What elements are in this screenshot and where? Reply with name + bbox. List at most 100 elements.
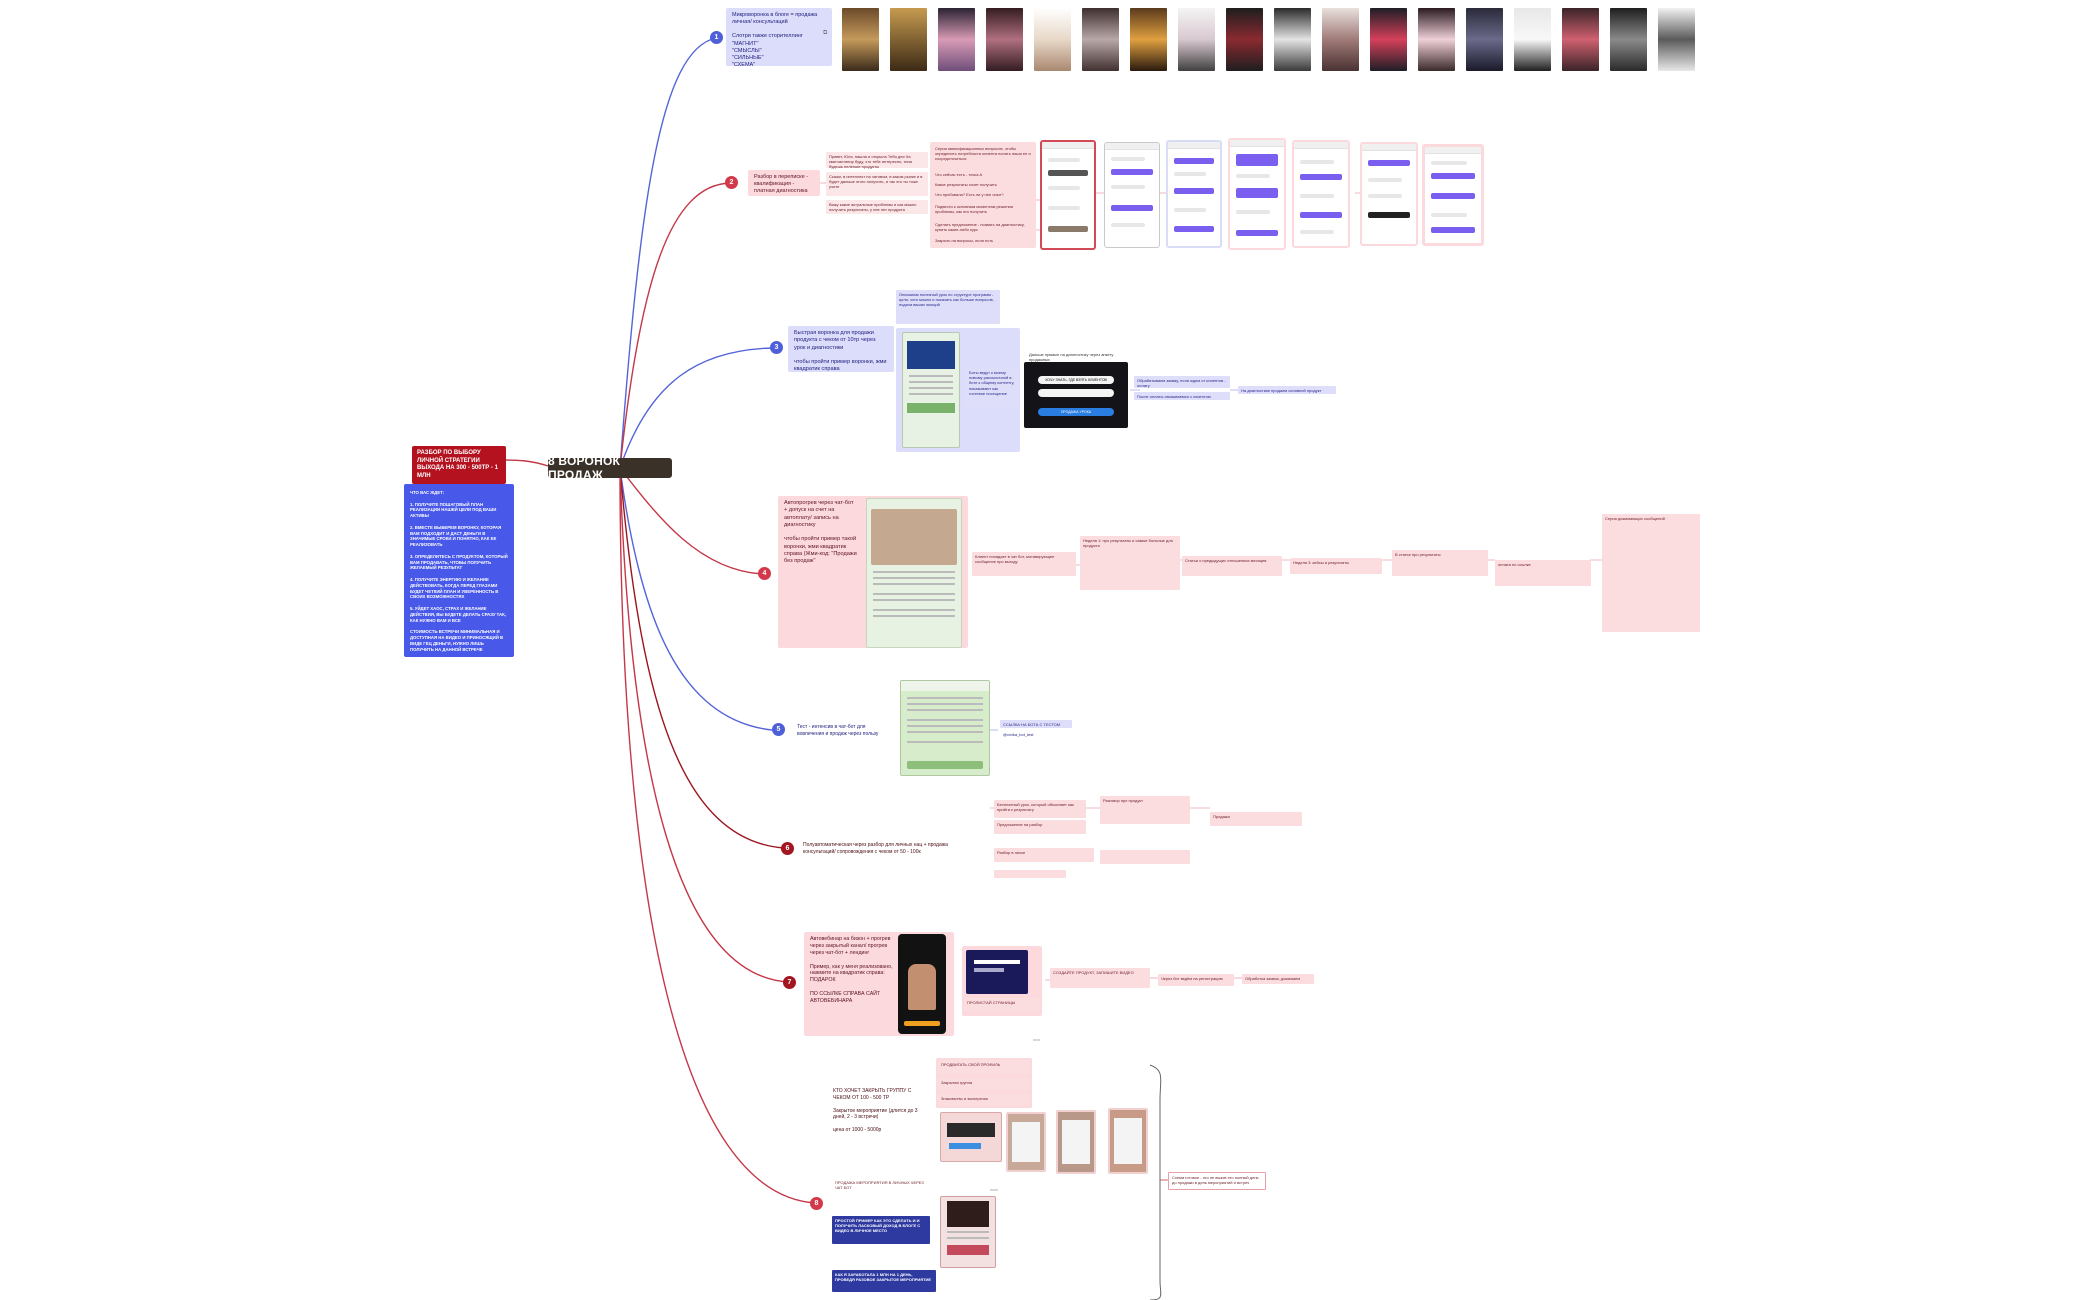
- story-thumbnail[interactable]: [1658, 8, 1695, 71]
- autowarm-screenshot[interactable]: [866, 498, 962, 648]
- branch-3-panel: Боты ведут к моему новому рассылочной в …: [896, 328, 1020, 452]
- branch-3-lesson-note[interactable]: Описываю полезный урок по структуре прог…: [896, 290, 1000, 324]
- branch-3-step[interactable]: После оплаты связываемся с клиентом: [1134, 392, 1230, 400]
- branch-3-step[interactable]: Обрабатываем заявку, если ждем от клиент…: [1134, 376, 1230, 388]
- branch-4-step[interactable]: В статье про результаты: [1392, 550, 1488, 576]
- story-thumbnail[interactable]: [1610, 8, 1647, 71]
- story-thumbnail[interactable]: [1418, 8, 1455, 71]
- bot-button[interactable]: [1038, 389, 1114, 397]
- connector-branch-6: [619, 467, 785, 849]
- story-thumbnail[interactable]: [938, 8, 975, 71]
- branch-6-card[interactable]: Полуавтоматическая через разбор для личн…: [800, 840, 984, 856]
- branch-4-final[interactable]: Серия дожимающих сообщений: [1602, 514, 1700, 632]
- branch-number-5[interactable]: 5: [772, 723, 785, 736]
- bot-screenshot[interactable]: ХОЧУ ЗНАТЬ, ГДЕ ВЗЯТЬ КЛИЕНТОВ ПРОДАЖА У…: [1024, 362, 1128, 428]
- chat-screenshot[interactable]: [1360, 142, 1418, 246]
- connector-branch-1: [619, 37, 717, 469]
- branch-6-step[interactable]: [1100, 850, 1190, 864]
- qualification-step[interactable]: Серия квалификационных вопросов, чтобы о…: [932, 144, 1034, 166]
- branch-number-7[interactable]: 7: [783, 976, 796, 989]
- branch-4-step[interactable]: Неделя 1: про результаты и самые больные…: [1080, 536, 1180, 590]
- connector-branch-2: [619, 182, 731, 469]
- qualification-step[interactable]: Что пробовала? Есть ли у нее опыт?: [932, 190, 1034, 198]
- branch-8-link-block[interactable]: КАК Я ЗАРАБОТАЛА 1 МЛН НА 1 ДЕНЬ, ПРОВЕД…: [832, 1270, 936, 1292]
- branch-4-step[interactable]: Статьи о предыдущих отношениях месяцев: [1182, 556, 1282, 576]
- link-icon[interactable]: ⧉: [823, 30, 828, 36]
- branch-4-step[interactable]: Клиент попадает в чат бот, мотивирующее …: [972, 552, 1076, 576]
- branch-2-note[interactable]: Вижу какие актуальные проблемы и как мож…: [826, 200, 928, 214]
- chat-screenshot[interactable]: [1040, 140, 1096, 250]
- branch-number-6[interactable]: 6: [781, 842, 794, 855]
- branch-6-step[interactable]: Продажа: [1210, 812, 1302, 826]
- webinar-phone-screenshot[interactable]: [898, 934, 946, 1034]
- root-node[interactable]: 8 ВОРОНОК ПРОДАЖ: [548, 454, 672, 482]
- qualification-step[interactable]: Сделать предложение - позвать на диагнос…: [932, 220, 1034, 234]
- chat-screenshot[interactable]: [1228, 138, 1286, 250]
- qualification-step[interactable]: Какие результаты хочет получить: [932, 180, 1034, 188]
- branch-number-1[interactable]: 1: [710, 31, 723, 44]
- branch-number-8[interactable]: 8: [810, 1197, 823, 1210]
- story-thumbnail[interactable]: [986, 8, 1023, 71]
- branch-6-step[interactable]: Бесплатный урок, который объясняет как п…: [994, 800, 1086, 818]
- branch-number-3[interactable]: 3: [770, 341, 783, 354]
- branch-8-card[interactable]: КТО ХОЧЕТ ЗАКРЫТЬ ГРУППУ С ЧЕКОМ ОТ 100 …: [830, 1086, 930, 1136]
- story-thumbnail[interactable]: [1130, 8, 1167, 71]
- branch-5-card[interactable]: Тест - интенсив в чат-бот для вовлечения…: [794, 722, 890, 738]
- story-thumbnail[interactable]: [1322, 8, 1359, 71]
- branch-7-preview-panel[interactable]: ПРОЛИСТАЙ СТРАНИЦЫ: [962, 946, 1042, 1016]
- branch-2-note[interactable]: Привет, Юля, нашла и открыла Тебя для Ча…: [826, 152, 928, 169]
- qualification-step[interactable]: Что сейчас есть - точка А: [932, 170, 1034, 178]
- branch-7-step[interactable]: СОЗДАЙТЕ ПРОДУКТ, ЗАПИШИТЕ ВИДЕО: [1050, 968, 1150, 988]
- story-thumbnail[interactable]: [842, 8, 879, 71]
- branch-6-step[interactable]: Предложение на разбор: [994, 820, 1086, 834]
- lesson-screenshot[interactable]: [902, 332, 960, 448]
- event-screenshot[interactable]: [1056, 1110, 1096, 1174]
- event-screenshot[interactable]: [1006, 1112, 1046, 1172]
- event-screenshot[interactable]: [940, 1112, 1002, 1162]
- story-thumbnail[interactable]: [1226, 8, 1263, 71]
- story-thumbnail[interactable]: [1034, 8, 1071, 71]
- branch-3-bot-note[interactable]: Боты ведут к моему новому рассылочной в …: [966, 368, 1018, 408]
- story-thumbnail[interactable]: [1082, 8, 1119, 71]
- branch-2-note[interactable]: Скажи, в интеллект на чатовом, в каком р…: [826, 172, 928, 196]
- branch-8-promo-screenshot[interactable]: [940, 1196, 996, 1268]
- story-thumbnail[interactable]: [1178, 8, 1215, 71]
- left-strategy-tag[interactable]: РАЗБОР ПО ВЫБОРУ ЛИЧНОЙ СТРАТЕГИИ ВЫХОДА…: [412, 446, 506, 484]
- story-thumbnail[interactable]: [1562, 8, 1599, 71]
- event-screenshot[interactable]: [1108, 1108, 1148, 1174]
- branch-3-card[interactable]: Быстрая воронка для продажи продукта с ч…: [788, 326, 894, 372]
- branch-3-step[interactable]: На диагностике продаем основной продукт: [1238, 386, 1336, 394]
- qualification-step[interactable]: Подвести к основным моментам решения про…: [932, 202, 1034, 216]
- branch-8-link-block[interactable]: ПРОСТОЙ ПРИМЕР КАК ЭТО СДЕЛАТЬ И И ПОЛУЧ…: [832, 1216, 930, 1244]
- qualification-step[interactable]: Закрыть на вопросы, если есть: [932, 236, 1034, 244]
- test-bot-screenshot[interactable]: [900, 680, 990, 776]
- branch-6-step[interactable]: Разбор в личке: [994, 848, 1094, 862]
- test-bot-link[interactable]: ССЫЛКА НА БОТА С ТЕСТОМ: [1000, 720, 1072, 728]
- branch-8-bot-sale[interactable]: ПРОДАЖА МЕРОПРИЯТИЯ В ЛИЧНЫХ ЧЕРЕЗ ЧАТ Б…: [832, 1178, 928, 1190]
- branch-1-card[interactable]: Микроворонка в блоге = продажа личная/ к…: [726, 8, 832, 68]
- branch-8-final-note[interactable]: Схема готовое - это не вызов это полный …: [1168, 1172, 1266, 1190]
- branch-3-diagnostic-note[interactable]: Дальше прямые на диагностику через анкет…: [1026, 350, 1126, 362]
- story-thumbnail[interactable]: [1514, 8, 1551, 71]
- branch-number-2[interactable]: 2: [725, 176, 738, 189]
- chat-screenshot[interactable]: [1104, 142, 1160, 248]
- chat-screenshot[interactable]: [1292, 140, 1350, 248]
- story-thumbnail[interactable]: [890, 8, 927, 71]
- left-info-card[interactable]: ЧТО ВАС ЖДЕТ: 1. ПОЛУЧИТЕ ПОШАГОВЫЙ ПЛАН…: [404, 484, 514, 657]
- chat-screenshot[interactable]: [1166, 140, 1222, 248]
- story-thumbnail[interactable]: [1370, 8, 1407, 71]
- branch-7-step[interactable]: Обработка заявок, дожимаем: [1242, 974, 1314, 984]
- branch-2-card[interactable]: Разбор в переписке - квалификация - плат…: [748, 170, 820, 196]
- branch-number-4[interactable]: 4: [758, 567, 771, 580]
- connector-left: [504, 459, 549, 467]
- branch-4-step[interactable]: Неделя 3: кейсы и результаты: [1290, 558, 1382, 574]
- branch-7-step[interactable]: Через бот ведём на регистрацию: [1158, 974, 1234, 986]
- test-bot-handle[interactable]: @vivika_bot_test: [1000, 730, 1060, 738]
- branch-6-step[interactable]: Разговор про продукт: [1100, 796, 1190, 824]
- branch-4-step[interactable]: оплата по ссылке: [1495, 560, 1591, 586]
- branch-2-list: Серия квалификационных вопросов, чтобы о…: [930, 142, 1036, 248]
- chat-screenshot[interactable]: [1422, 144, 1484, 246]
- story-thumbnail[interactable]: [1274, 8, 1311, 71]
- branch-6-step[interactable]: [994, 870, 1066, 878]
- story-thumbnail[interactable]: [1466, 8, 1503, 71]
